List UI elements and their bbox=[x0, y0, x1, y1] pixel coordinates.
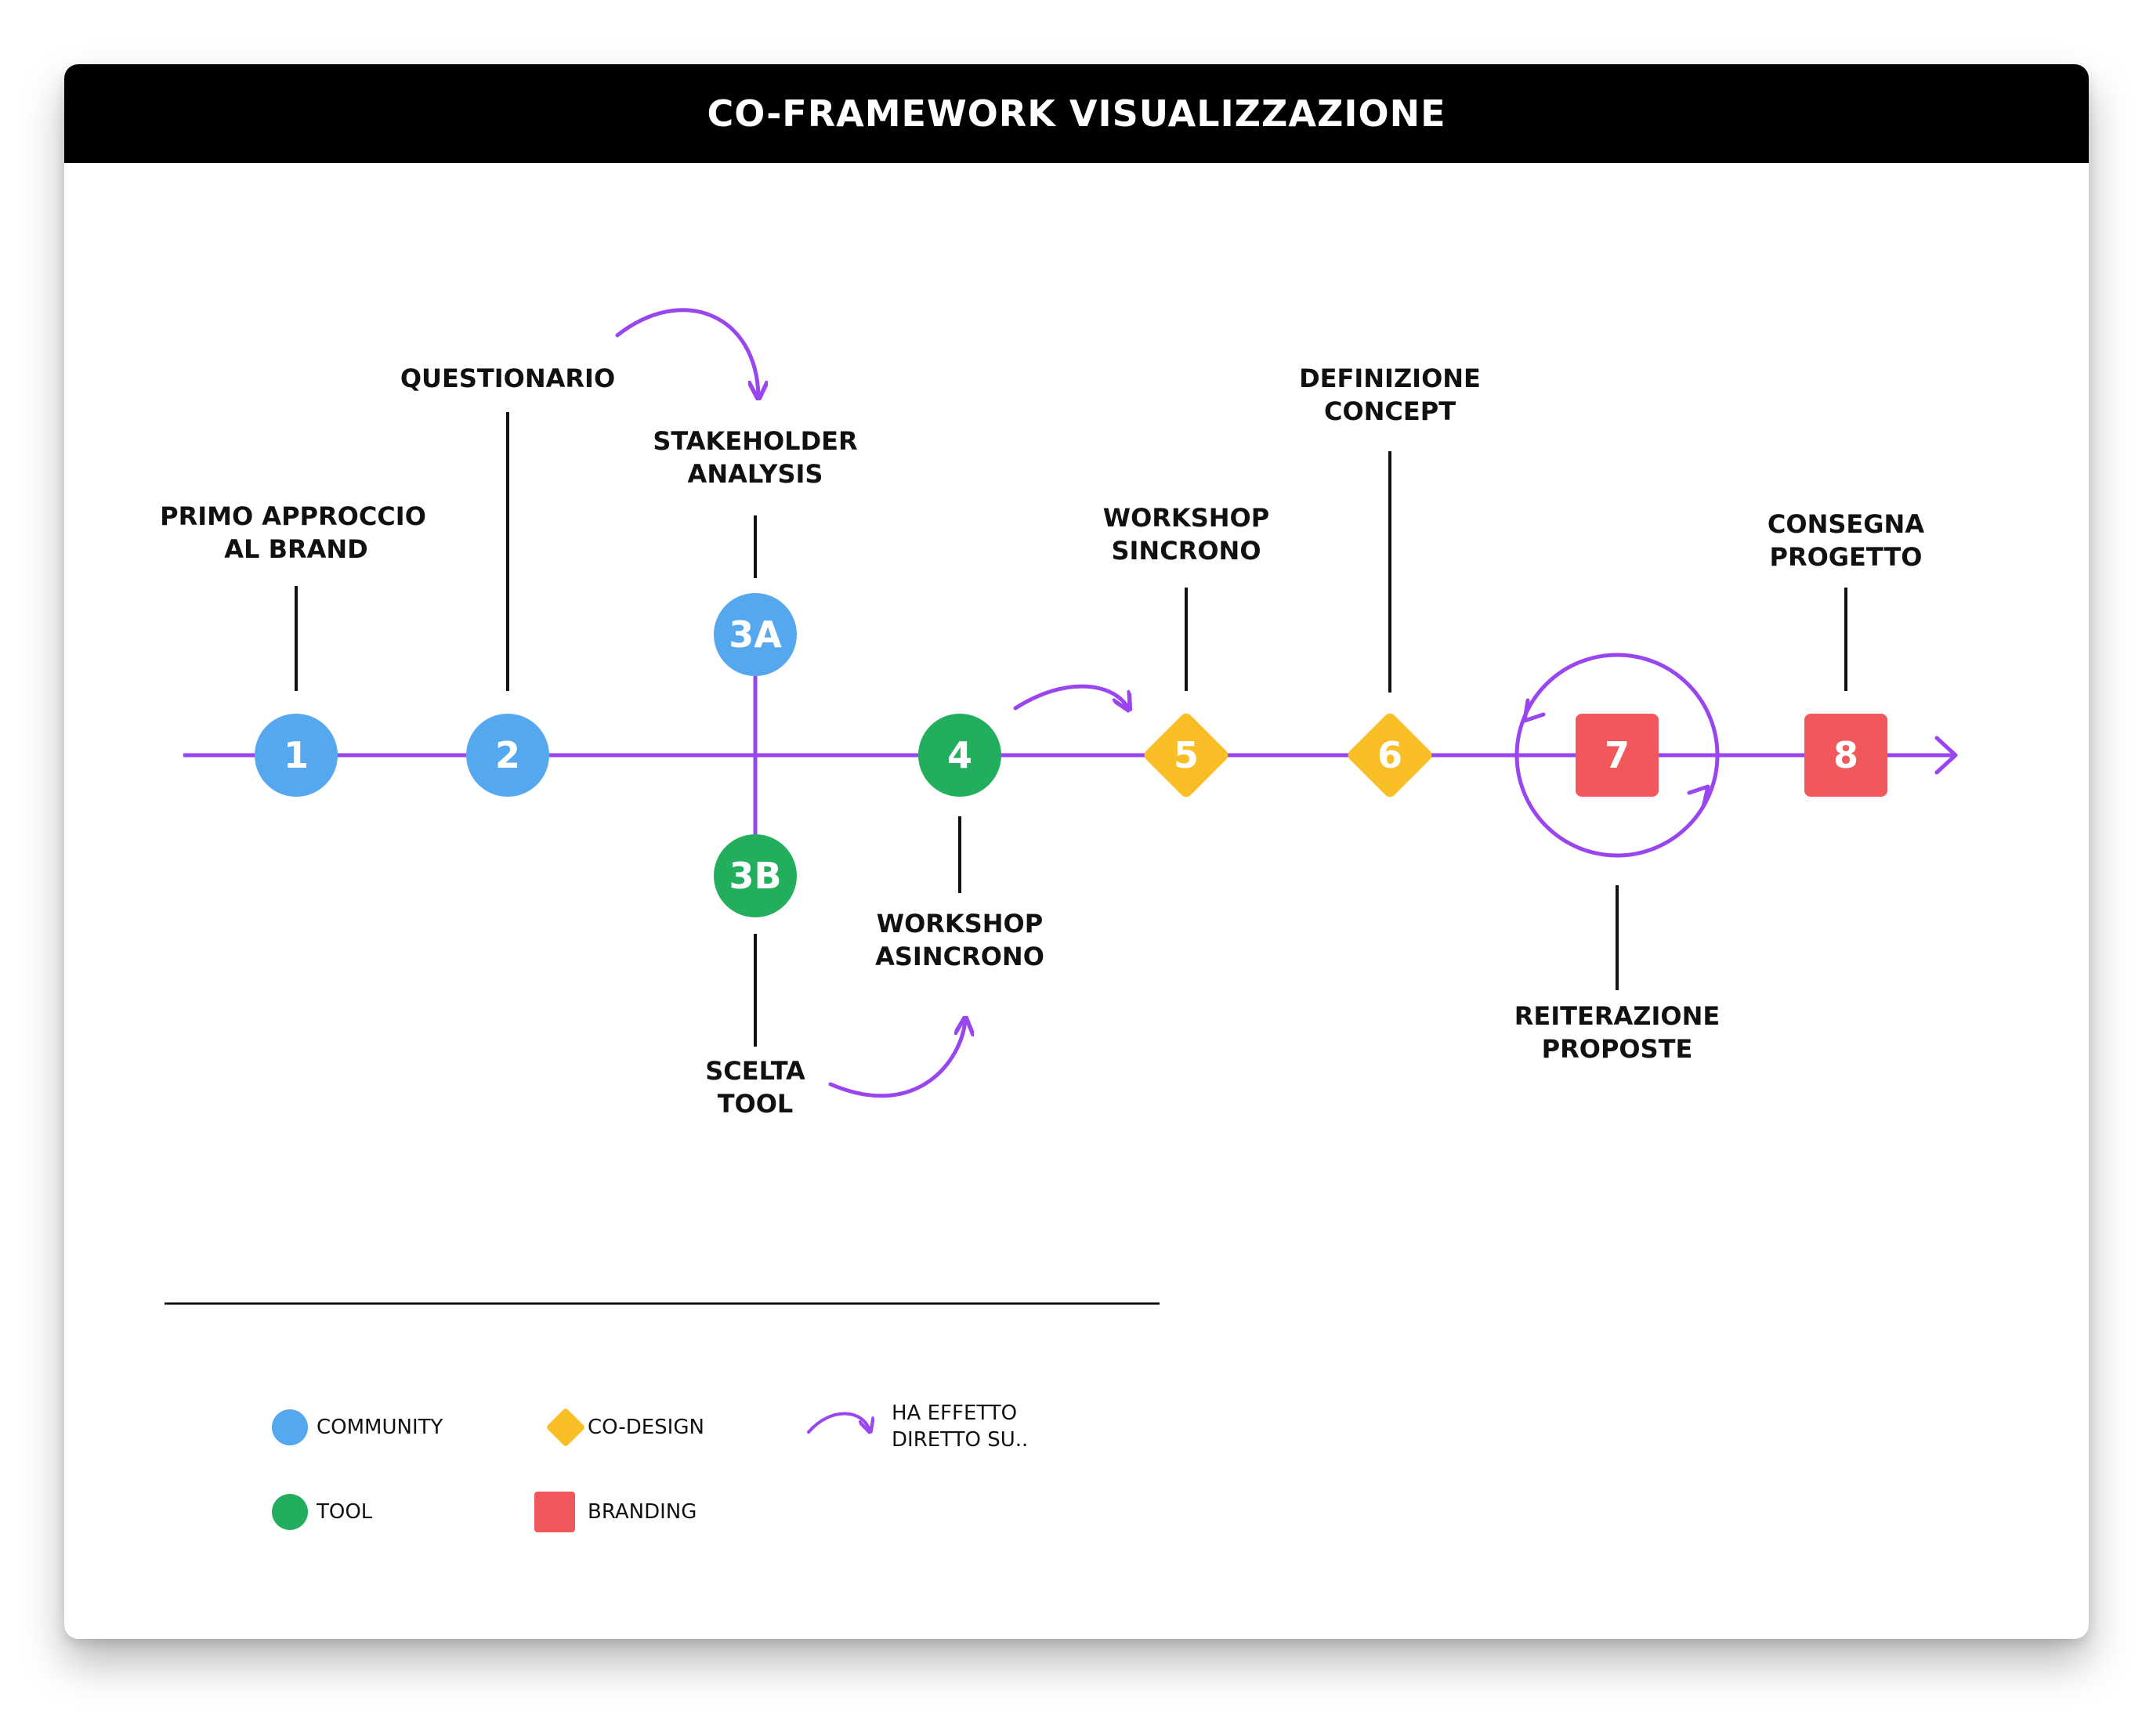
diagram-title: CO-FRAMEWORK VISUALIZZAZIONE bbox=[707, 92, 1446, 135]
svg-text:ANALYSIS: ANALYSIS bbox=[688, 459, 823, 489]
svg-text:PRIMO APPROCCIO: PRIMO APPROCCIO bbox=[160, 501, 426, 531]
label-8: CONSEGNA PROGETTO bbox=[1768, 509, 1924, 572]
label-4: WORKSHOP ASINCRONO bbox=[875, 909, 1044, 971]
legend-codesign-swatch bbox=[547, 1409, 584, 1446]
effect-arrow-3b-4 bbox=[828, 1020, 965, 1098]
node-1: 1 bbox=[255, 714, 338, 797]
effect-arrow-4-5 bbox=[1013, 684, 1128, 708]
reiteration-arrowhead-bottom bbox=[1687, 784, 1710, 809]
legend-community-swatch bbox=[272, 1409, 308, 1445]
svg-text:CONSEGNA: CONSEGNA bbox=[1768, 509, 1924, 539]
effect-arrow-2-3a bbox=[615, 308, 758, 396]
node-5: 5 bbox=[1144, 713, 1228, 797]
svg-text:QUESTIONARIO: QUESTIONARIO bbox=[400, 363, 615, 393]
svg-text:CONCEPT: CONCEPT bbox=[1324, 396, 1456, 426]
svg-text:BRANDING: BRANDING bbox=[588, 1500, 697, 1524]
node-7: 7 bbox=[1576, 714, 1659, 797]
svg-text:HA EFFETTO: HA EFFETTO bbox=[892, 1401, 1017, 1425]
svg-text:PROPOSTE: PROPOSTE bbox=[1542, 1034, 1693, 1064]
connector-lines bbox=[295, 412, 1847, 1047]
label-3a: STAKEHOLDER ANALYSIS bbox=[653, 426, 857, 489]
svg-text:TOOL: TOOL bbox=[316, 1500, 373, 1524]
effect-arrows bbox=[615, 308, 1720, 1098]
svg-text:8: 8 bbox=[1833, 734, 1858, 776]
svg-text:ASINCRONO: ASINCRONO bbox=[875, 942, 1044, 971]
svg-text:3B: 3B bbox=[729, 855, 781, 897]
legend-branding: BRANDING bbox=[534, 1492, 697, 1532]
svg-text:2: 2 bbox=[495, 734, 520, 776]
label-6: DEFINIZIONE CONCEPT bbox=[1299, 363, 1481, 426]
svg-text:AL BRAND: AL BRAND bbox=[224, 534, 367, 564]
framework-diagram: 1 2 3A 3B 4 5 6 7 bbox=[160, 308, 1958, 1532]
reiteration-arrowhead-top bbox=[1522, 698, 1546, 723]
svg-text:CO-DESIGN: CO-DESIGN bbox=[588, 1416, 704, 1439]
node-6: 6 bbox=[1348, 713, 1432, 797]
label-5: WORKSHOP SINCRONO bbox=[1103, 503, 1269, 566]
legend-tool-swatch bbox=[272, 1494, 308, 1530]
title-bar: CO-FRAMEWORK VISUALIZZAZIONE bbox=[64, 64, 2089, 163]
node-3a: 3A bbox=[714, 593, 797, 676]
svg-text:7: 7 bbox=[1605, 734, 1630, 776]
svg-text:COMMUNITY: COMMUNITY bbox=[317, 1416, 443, 1439]
legend-community: COMMUNITY bbox=[272, 1409, 443, 1445]
node-3b: 3B bbox=[714, 834, 797, 917]
label-3b: SCELTA TOOL bbox=[705, 1056, 805, 1119]
node-4: 4 bbox=[918, 714, 1001, 797]
timeline-arrowhead bbox=[1934, 736, 1958, 775]
legend-effect: HA EFFETTO DIRETTO SU.. bbox=[807, 1401, 1028, 1452]
svg-text:WORKSHOP: WORKSHOP bbox=[877, 909, 1043, 939]
label-7: REITERAZIONE PROPOSTE bbox=[1514, 1001, 1720, 1064]
svg-text:TOOL: TOOL bbox=[718, 1089, 794, 1119]
svg-text:3A: 3A bbox=[729, 613, 782, 656]
label-1: PRIMO APPROCCIO AL BRAND bbox=[160, 501, 426, 564]
node-2: 2 bbox=[466, 714, 549, 797]
svg-text:PROGETTO: PROGETTO bbox=[1769, 542, 1922, 572]
svg-text:WORKSHOP: WORKSHOP bbox=[1103, 503, 1269, 533]
label-2: QUESTIONARIO bbox=[400, 363, 615, 393]
svg-text:6: 6 bbox=[1377, 734, 1402, 776]
svg-text:SINCRONO: SINCRONO bbox=[1111, 536, 1261, 566]
svg-text:4: 4 bbox=[947, 734, 972, 776]
legend-codesign: CO-DESIGN bbox=[547, 1409, 704, 1446]
legend-effect-arrow-icon bbox=[807, 1412, 870, 1432]
legend-tool: TOOL bbox=[272, 1494, 373, 1530]
svg-text:5: 5 bbox=[1174, 734, 1199, 776]
svg-text:SCELTA: SCELTA bbox=[705, 1056, 805, 1086]
svg-text:DIRETTO SU..: DIRETTO SU.. bbox=[892, 1428, 1028, 1452]
svg-text:STAKEHOLDER: STAKEHOLDER bbox=[653, 426, 857, 456]
svg-text:REITERAZIONE: REITERAZIONE bbox=[1514, 1001, 1720, 1031]
legend-branding-swatch bbox=[534, 1492, 575, 1532]
svg-text:1: 1 bbox=[284, 734, 309, 776]
diagram-card: CO-FRAMEWORK VISUALIZZAZIONE bbox=[64, 64, 2089, 1639]
svg-text:DEFINIZIONE: DEFINIZIONE bbox=[1299, 363, 1481, 393]
node-8: 8 bbox=[1804, 714, 1887, 797]
reiteration-loop bbox=[1514, 653, 1720, 858]
